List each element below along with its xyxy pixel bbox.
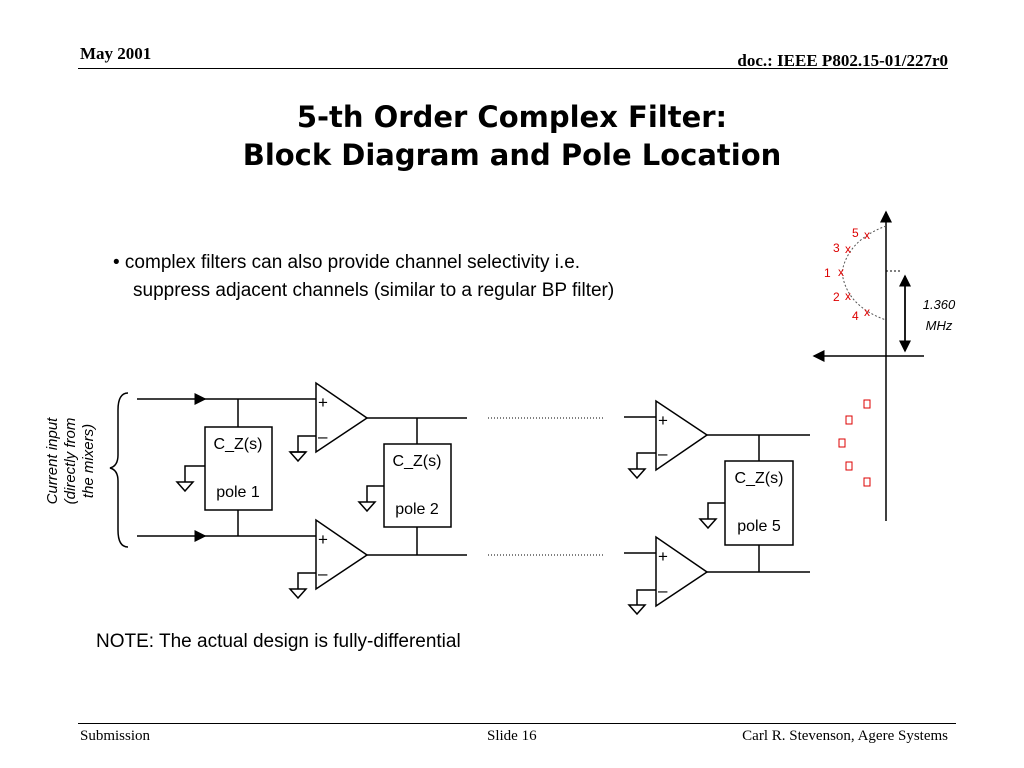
pole-3-label: 3	[833, 241, 840, 255]
slide-title: 5-th Order Complex Filter: Block Diagram…	[0, 98, 1024, 174]
block-5-name: C_Z(s)	[735, 470, 784, 487]
opamp-5-top	[655, 399, 709, 472]
footer-submission: Submission	[80, 728, 151, 744]
mirrored-poles	[838, 399, 871, 487]
block-2-pole: pole 2	[395, 501, 439, 518]
opamp-1-bottom	[315, 518, 369, 591]
opamp-5-bottom	[655, 535, 709, 608]
opamp-1-bottom-plus: +	[318, 530, 328, 549]
footer-author: Carl R. Stevenson, Agere Systems	[742, 728, 948, 744]
opamp-5-bottom-minus: –	[658, 581, 668, 600]
pole-5-marker: x	[864, 228, 870, 242]
mirror-pole-marker	[845, 461, 853, 471]
footer-rule	[78, 723, 956, 724]
input-label-line-3: the mixers)	[80, 424, 97, 498]
bullet-point: • complex filters can also provide chann…	[113, 249, 614, 305]
opamp-1-top	[315, 381, 369, 454]
input-label-line-1: Current input	[44, 417, 61, 505]
header-rule	[78, 68, 948, 69]
title-line-2: Block Diagram and Pole Location	[242, 138, 782, 172]
pole-4-marker: x	[864, 305, 870, 319]
bullet-line-2: suppress adjacent channels (similar to a…	[133, 280, 615, 301]
mirror-pole-marker	[863, 477, 871, 487]
block-5-pole: pole 5	[737, 518, 781, 535]
pole-circle	[841, 225, 887, 321]
block-2-name: C_Z(s)	[393, 453, 442, 470]
footer-slide-number: Slide 16	[487, 728, 537, 744]
bandwidth-unit: MHz	[926, 318, 953, 333]
pole-1-label: 1	[824, 266, 831, 280]
pole-2-label: 2	[833, 290, 840, 304]
mirror-pole-marker	[863, 399, 871, 409]
pole-1-marker: x	[838, 265, 844, 279]
opamp-1-top-minus: –	[318, 427, 328, 446]
pole-4-label: 4	[852, 309, 859, 323]
bandwidth-value: 1.360	[923, 297, 956, 312]
pole-5-label: 5	[852, 226, 859, 240]
opamp-5-bottom-plus: +	[658, 547, 668, 566]
pole-plot: 5 x 3 x 1 x 2 x 4 x 1.360 MHz	[812, 210, 956, 521]
header-doc-id: doc.: IEEE P802.15-01/227r0	[737, 51, 948, 70]
input-label-line-2: (directly from	[62, 418, 79, 505]
opamp-1-bottom-minus: –	[318, 564, 328, 583]
opamp-5-top-plus: +	[658, 411, 668, 430]
bullet-line-1: • complex filters can also provide chann…	[113, 252, 581, 273]
design-note: NOTE: The actual design is fully-differe…	[96, 631, 461, 652]
opamp-1-top-plus: +	[318, 393, 328, 412]
input-label: Current input (directly from the mixers)	[44, 417, 97, 505]
mirror-pole-marker	[838, 438, 846, 448]
opamp-5-top-minus: –	[658, 444, 668, 463]
mirror-pole-marker	[845, 415, 853, 425]
title-line-1: 5-th Order Complex Filter:	[296, 100, 728, 134]
pole-3-marker: x	[845, 242, 851, 256]
header-date: May 2001	[80, 44, 152, 63]
block-1-name: C_Z(s)	[214, 436, 263, 453]
input-brace	[109, 392, 129, 548]
block-1-pole: pole 1	[216, 484, 260, 501]
pole-2-marker: x	[845, 289, 851, 303]
